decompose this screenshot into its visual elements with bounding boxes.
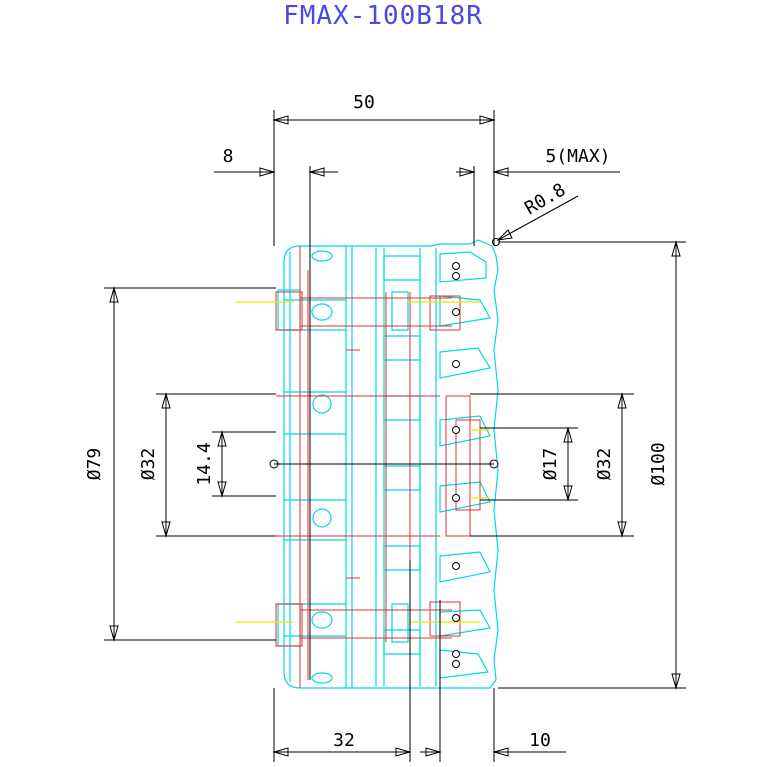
dim-bolt-circle: Ø79	[84, 448, 105, 481]
dim-bore-right: Ø32	[594, 448, 615, 481]
dim-body-length: 32	[333, 730, 355, 751]
coolant-lines	[236, 301, 490, 623]
dim-insert-width: 10	[529, 730, 551, 751]
dim-depth-of-cut: 5(MAX)	[545, 146, 610, 167]
dim-keyway: 14.4	[194, 442, 215, 485]
dim-cutting-diameter: Ø100	[648, 442, 669, 485]
screw-markers	[269, 238, 500, 668]
dim-shoulder: 8	[223, 146, 234, 167]
dim-corner-radius: R0.8	[521, 179, 569, 219]
hidden-lines	[275, 246, 481, 688]
dim-pilot: Ø17	[540, 448, 561, 481]
drawing-title: FMAX-100B18R	[283, 1, 483, 31]
dim-overall-length: 50	[353, 92, 375, 113]
dim-bore-left: Ø32	[138, 448, 159, 481]
cutter-body	[277, 239, 499, 689]
dimension-lines	[104, 110, 686, 762]
